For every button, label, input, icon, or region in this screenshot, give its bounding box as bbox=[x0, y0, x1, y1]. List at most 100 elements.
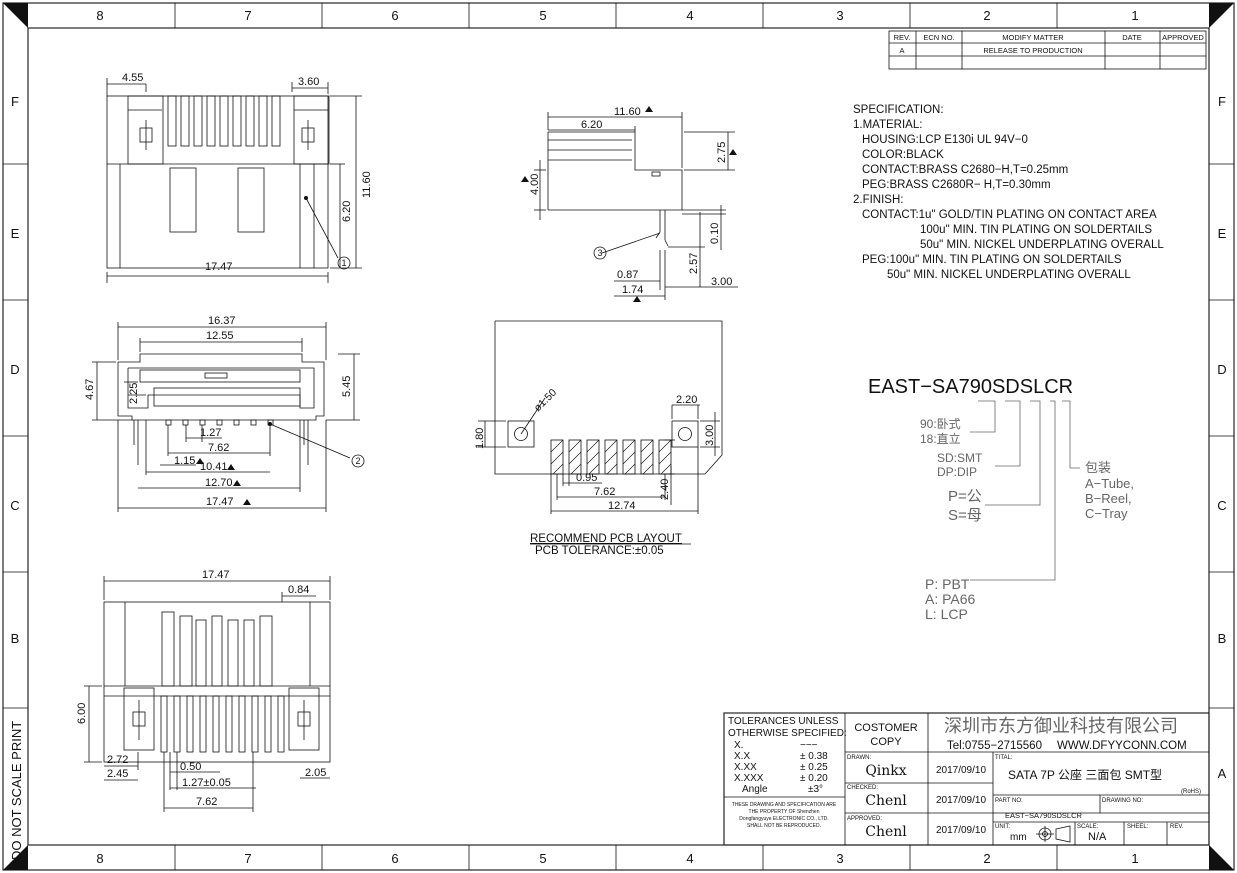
rev-value: A bbox=[899, 46, 904, 55]
title-label: TITAL: bbox=[995, 755, 1013, 761]
dim-label: 0.95 bbox=[576, 472, 597, 484]
spec-line: PEG:100u" MIN. TIN PLATING ON SOLDERTAIL… bbox=[862, 254, 1122, 266]
col-label: 5 bbox=[539, 8, 546, 23]
scale-label: SCALE: bbox=[1077, 824, 1099, 830]
gender-option: S=母 bbox=[948, 507, 982, 524]
dim-label: 2.57 bbox=[688, 253, 700, 274]
tolerance-key: Angle bbox=[742, 784, 768, 795]
top-view: 4.55 3.60 6.20 11.60 17.47 1 bbox=[106, 72, 373, 283]
part-number: EAST−SA790SDSLCR bbox=[1005, 811, 1082, 820]
col-label: 4 bbox=[686, 851, 693, 866]
dim-label: 0.87 bbox=[617, 269, 638, 281]
proprietary-notice: THESE DRAWING AND SPECIFICATION ARE bbox=[732, 802, 837, 808]
approved-header: APPROVED bbox=[1162, 33, 1204, 42]
dim-label: 1.74 bbox=[622, 284, 643, 296]
tolerance-value: −−− bbox=[800, 740, 818, 751]
rev-label: REV. bbox=[1170, 824, 1184, 830]
specification-notes: SPECIFICATION: 1.MATERIAL: HOUSING:LCP E… bbox=[853, 104, 1164, 281]
dim-label: 1.15 bbox=[174, 455, 195, 467]
row-label: E bbox=[11, 226, 20, 241]
front-view: 16.37 12.55 4.67 2.25 5.45 1.27 7.62 1.1… bbox=[84, 315, 365, 512]
pcb-layout-view: ø1.50 2.20 1.80 3.00 0.95 7.62 2.40 12.7… bbox=[474, 320, 723, 557]
dim-label: 1.27±0.05 bbox=[182, 777, 231, 789]
title-block: TOLERANCES UNLESS OTHERWISE SPECIFIED: X… bbox=[723, 712, 1210, 846]
side-view: 11.60 6.20 2.75 4.00 0.10 2.57 0.87 1.74… bbox=[521, 106, 738, 302]
rev-header: REV. bbox=[894, 33, 911, 42]
col-label: 7 bbox=[244, 8, 251, 23]
packing-option: B−Reel, bbox=[1085, 491, 1132, 506]
col-label: 2 bbox=[983, 851, 990, 866]
dim-label: 1.27 bbox=[200, 427, 221, 439]
dim-label: 7.62 bbox=[196, 796, 217, 808]
unit-label: UNIT: bbox=[995, 824, 1010, 830]
company-name: 深圳市东方御业科技有限公司 bbox=[944, 716, 1178, 736]
col-label: 6 bbox=[391, 8, 398, 23]
rohs-mark: (RoHS) bbox=[1181, 789, 1201, 795]
dim-label: 2.75 bbox=[716, 142, 728, 163]
part-code-legend: EAST−SA790SDSLCR 90:卧式 18:直立 SD:SMT DP:D… bbox=[868, 376, 1134, 622]
col-label: 4 bbox=[686, 8, 693, 23]
dim-label: 2.45 bbox=[107, 768, 128, 780]
tolerance-key: X.XXX bbox=[734, 773, 764, 784]
spec-line: CONTACT:BRASS C2680−H,T=0.25mm bbox=[862, 164, 1068, 176]
row-label: F bbox=[11, 94, 19, 109]
row-label: D bbox=[1217, 362, 1226, 377]
col-label: 5 bbox=[539, 851, 546, 866]
orient-option: 90:卧式 bbox=[920, 417, 961, 431]
spec-line: CONTACT:1u" GOLD/TIN PLATING ON CONTACT … bbox=[862, 209, 1157, 221]
tolerance-title: OTHERWISE SPECIFIED: bbox=[728, 728, 847, 739]
material-option: L: LCP bbox=[925, 606, 968, 622]
col-label: 3 bbox=[836, 8, 843, 23]
dim-label: 0.10 bbox=[709, 223, 721, 244]
spec-line: 2.FINISH: bbox=[853, 194, 903, 206]
date-header: DATE bbox=[1122, 33, 1141, 42]
company-web: WWW.DFYYCONN.COM bbox=[1057, 740, 1187, 752]
spec-line: 50u" MIN. NICKEL UNDERPLATING OVERALL bbox=[887, 269, 1131, 281]
do-not-scale-note: DO NOT SCALE PRINT bbox=[9, 721, 24, 860]
tolerance-value: ± 0.25 bbox=[800, 762, 828, 773]
drawn-date: 2017/09/10 bbox=[936, 765, 986, 776]
spec-line: PEG:BRASS C2680R− H,T=0.30mm bbox=[862, 179, 1051, 191]
dim-label: 2.40 bbox=[659, 479, 671, 500]
dim-label: 17.47 bbox=[202, 569, 230, 581]
scale-value: N/A bbox=[1088, 831, 1107, 843]
dim-label: 2.20 bbox=[676, 394, 697, 406]
dim-label: 2.72 bbox=[107, 754, 128, 766]
dim-label: 1.80 bbox=[474, 428, 486, 449]
ecn-header: ECN NO. bbox=[923, 33, 954, 42]
col-label: 6 bbox=[391, 851, 398, 866]
packing-option: C−Tray bbox=[1085, 506, 1128, 521]
revision-table: REV. ECN NO. MODIFY MATTER DATE APPROVED… bbox=[888, 30, 1207, 70]
proprietary-notice: SHALL NOT BE REPRODUCED. bbox=[747, 823, 821, 829]
approved-by: Chenl bbox=[865, 824, 907, 840]
proprietary-notice: THE PROPERTY OF Shenzhen bbox=[749, 809, 820, 815]
spec-line: COLOR:BLACK bbox=[862, 149, 944, 161]
dim-label: 3.00 bbox=[711, 276, 732, 288]
dim-label: 17.47 bbox=[205, 261, 233, 273]
unit-value: mm bbox=[1010, 832, 1027, 843]
callout-number: 2 bbox=[355, 456, 360, 466]
dim-label: 0.50 bbox=[180, 761, 201, 773]
spec-line: 50u" MIN. NICKEL UNDERPLATING OVERALL bbox=[920, 239, 1164, 251]
tolerance-value: ± 0.20 bbox=[800, 773, 828, 784]
row-label: B bbox=[1218, 631, 1227, 646]
company-tel: Tel:0755−2715560 bbox=[947, 740, 1042, 752]
approved-label: APPROVED: bbox=[847, 816, 882, 822]
dim-label: 12.70 bbox=[205, 477, 233, 489]
tolerance-value: ±3° bbox=[808, 784, 823, 795]
dim-label: 4.55 bbox=[122, 72, 143, 84]
dim-label: 7.62 bbox=[594, 486, 615, 498]
pcb-tolerance-note: PCB TOLERANCE:±0.05 bbox=[535, 545, 664, 557]
dim-label: 11.60 bbox=[361, 171, 373, 198]
packing-option: A−Tube, bbox=[1085, 476, 1134, 491]
col-label: 8 bbox=[96, 851, 103, 866]
tolerance-key: X.XX bbox=[734, 762, 757, 773]
approved-date: 2017/09/10 bbox=[936, 825, 986, 836]
col-label: 8 bbox=[96, 8, 103, 23]
tolerance-key: X.X bbox=[734, 751, 750, 762]
packing-option: 包装 bbox=[1085, 460, 1111, 475]
drawn-by: Qinkx bbox=[865, 763, 906, 779]
dim-label: 2.05 bbox=[305, 767, 326, 779]
